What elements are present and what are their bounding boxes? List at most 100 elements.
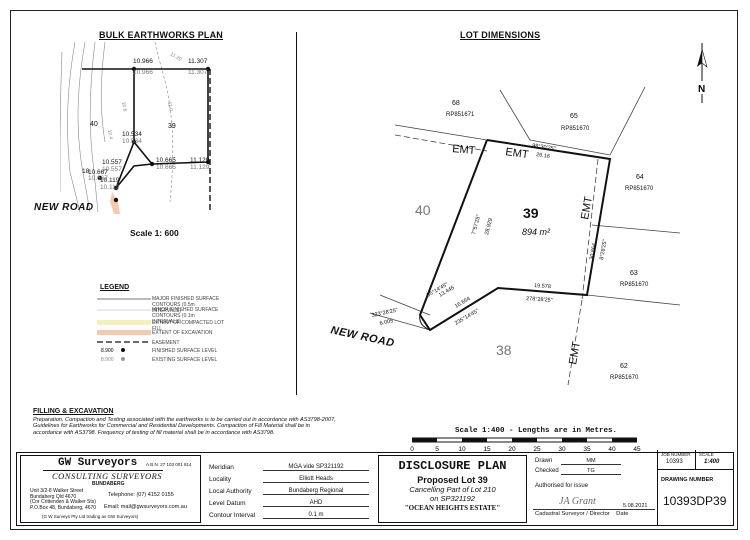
fill-text: Preparation, Compaction and Testing asso… [33, 417, 336, 436]
svg-text:25: 25 [533, 446, 541, 453]
company-address-line: Unit 3/2-8 Walker Street [30, 488, 84, 494]
company-name: GW Surveyors [58, 457, 138, 469]
svg-text:30.864: 30.864 [589, 243, 598, 261]
svg-text:EMT: EMT [452, 143, 476, 157]
svg-text:6.005: 6.005 [379, 318, 394, 327]
level-label: 10.667 [88, 169, 108, 176]
info-label: Meridian [209, 464, 234, 471]
svg-text:11.0: 11.0 [166, 101, 174, 111]
bulk-earthworks-title: BULK EARTHWORKS PLAN [99, 30, 223, 40]
sign-date: 5.08.2021 [623, 503, 648, 509]
scale-label: SCALE [699, 452, 714, 457]
svg-text:N: N [698, 84, 705, 95]
signature-block: Drawn MM Checked TG Authorised for issue… [533, 455, 655, 523]
level-label: 18 [82, 168, 90, 175]
level-label: 10.534 [122, 138, 142, 145]
company-address-line: (Cnr Crittenden & Walker Sts) [30, 499, 96, 506]
lot-dimensions-title: LOT DIMENSIONS [460, 30, 541, 40]
company-phone: Telephone: (07) 4152 0155 [108, 492, 174, 498]
svg-text:EMT: EMT [579, 195, 595, 220]
info-label: Level Datum [209, 500, 246, 507]
svg-text:11.20: 11.20 [169, 52, 183, 63]
info-label: Contour Interval [209, 512, 256, 519]
svg-text:62: 62 [620, 363, 628, 370]
plan-title-box: DISCLOSURE PLAN Proposed Lot 39 Cancelli… [378, 455, 527, 523]
bulk-scale-label: Scale 1: 600 [130, 228, 179, 238]
plan-sub3: on SP321192 [430, 494, 475, 503]
svg-text:28.929: 28.929 [484, 218, 494, 236]
legend-symbols: 8.900 8.900 [97, 298, 151, 363]
legend-item: MINOR FINISHED SURFACE CONTOURS (0.1m IN… [152, 307, 219, 325]
svg-text:10.6: 10.6 [120, 101, 128, 112]
info-value: MGA vide SP321192 [263, 464, 369, 471]
svg-text:30: 30 [558, 446, 566, 453]
level-label: 10.119 [100, 177, 120, 184]
lot-scale-label: Scale 1:400 - Lengths are in Metres. [455, 427, 618, 435]
svg-text:64: 64 [636, 174, 644, 181]
company-trading: (G W Surveys Pty Ltd trading as GW Surve… [42, 514, 139, 519]
authorised-label: Authorised for issue [535, 483, 589, 489]
legend-item: EXTENT OF EXCAVATION [152, 330, 213, 336]
svg-text:10: 10 [458, 446, 466, 453]
company-abn: A.B.N. 27 103 001 814 [146, 462, 192, 467]
lot-39-area: 894 m² [522, 227, 551, 237]
info-label: Locality [209, 476, 232, 483]
svg-text:323°28'25": 323°28'25" [371, 308, 398, 319]
svg-text:63: 63 [630, 270, 638, 277]
svg-text:68: 68 [452, 100, 460, 107]
svg-text:278°28'25": 278°28'25" [526, 296, 553, 304]
svg-text:EMT: EMT [505, 146, 530, 161]
checked-value: TG [561, 468, 621, 475]
svg-text:35: 35 [583, 446, 591, 453]
plan-sub1: Proposed Lot 39 [417, 475, 488, 485]
job-number-label: JOB NUMBER [661, 452, 691, 457]
info-label: Local Authority [209, 488, 252, 495]
scale-value: 1:400 [704, 459, 720, 465]
lot-dimensions-plan: EMT EMT EMT EMT 40 38 39 894 m² 68 RP851… [369, 86, 681, 386]
level-label: 10.966 [133, 58, 153, 65]
title-block [16, 452, 734, 526]
company-box [20, 455, 201, 523]
lot-39-number: 39 [523, 205, 539, 221]
legend-item: EXISTING SURFACE LEVEL [152, 357, 218, 363]
info-table: Meridian MGA vide SP321192 Locality Elli… [203, 455, 375, 523]
svg-text:7°57'25": 7°57'25" [471, 214, 482, 235]
sign-role: Cadastral Surveyor / Director Date [535, 511, 629, 517]
plan-estate: "OCEAN HEIGHTS ESTATE" [404, 504, 501, 512]
lot-38-label: 38 [496, 342, 512, 358]
svg-text:16.654: 16.654 [454, 296, 472, 310]
info-value: Elliott Heads [263, 476, 369, 483]
level-label: 11.129 [190, 157, 210, 164]
lot-40-label: 40 [90, 121, 98, 128]
level-label: 11.307 [188, 58, 208, 65]
drawing-frame [10, 10, 738, 530]
job-number-value: 10393 [666, 459, 683, 465]
company-city: BUNDABERG [92, 481, 125, 487]
svg-text:RP851670: RP851670 [561, 126, 590, 132]
legend-item: EASEMENT [152, 340, 180, 346]
svg-text:10.4: 10.4 [106, 129, 114, 140]
drawing-number-label: DRAWING NUMBER [661, 477, 714, 483]
svg-text:235°14'45": 235°14'45" [454, 308, 480, 327]
svg-text:EMT: EMT [567, 340, 583, 365]
legend-title: LEGEND [100, 284, 130, 291]
svg-text:65: 65 [570, 113, 578, 120]
checked-label: Checked [535, 468, 559, 474]
legend-item: FINISHED SURFACE LEVEL [152, 348, 218, 354]
fill-title: FILLING & EXCAVATION [33, 408, 114, 415]
info-value: 0.1 m [263, 512, 369, 519]
svg-text:RP851670: RP851670 [610, 375, 639, 381]
svg-text:98°30'25": 98°30'25" [532, 143, 556, 152]
svg-text:0: 0 [410, 446, 414, 453]
svg-text:19.578: 19.578 [534, 283, 551, 290]
info-value: Bundaberg Regional [263, 488, 369, 495]
bulk-earthworks-plan: 10.966 10.966 11.307 11.307 10.534 10.53… [60, 42, 211, 214]
svg-text:26.16: 26.16 [536, 152, 550, 160]
company-address-line: P.O.Box 48, Bundaberg, 4670 [30, 504, 97, 511]
plan-sub2: Cancelling Part of Lot 210 [409, 485, 496, 494]
level-label: 10.557 [102, 159, 122, 166]
svg-text:40: 40 [608, 446, 616, 453]
sheet-divider [296, 32, 297, 395]
lot-40-label: 40 [415, 202, 431, 218]
svg-text:RP851670: RP851670 [620, 282, 649, 288]
